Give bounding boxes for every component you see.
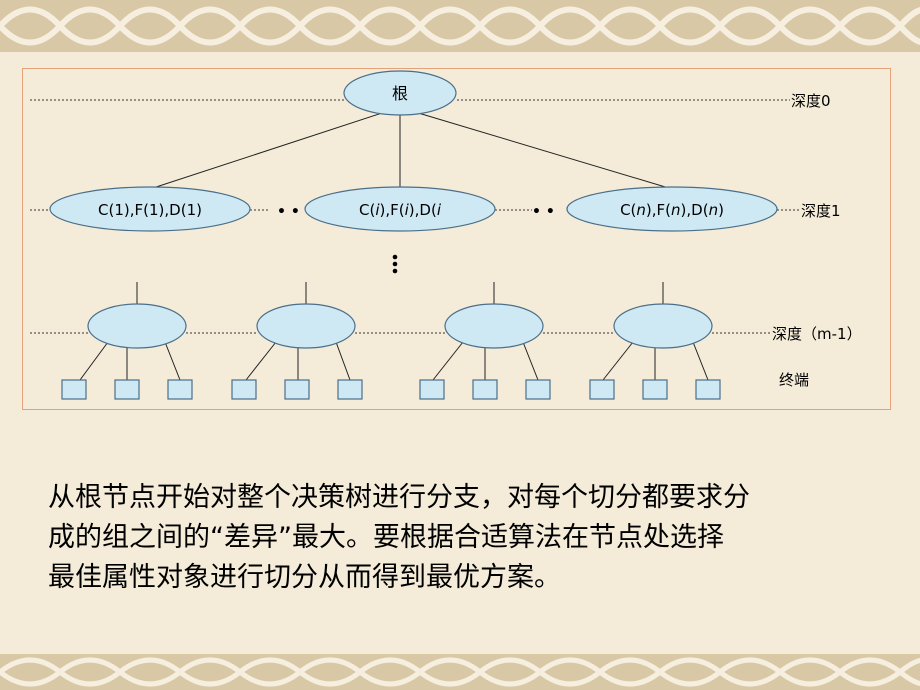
caption-line-2: 成的组之间的“差异”最大。要根据合适算法在节点处选择 bbox=[48, 522, 724, 553]
terminal-node bbox=[167, 379, 193, 400]
edge-s4-t3 bbox=[692, 341, 709, 381]
horizontal-ellipsis-1: • • bbox=[277, 204, 300, 220]
level1-node-i-label: C(i),F(i),D(i bbox=[359, 201, 442, 219]
level1-node-n bbox=[566, 186, 778, 232]
terminal-node bbox=[61, 379, 87, 400]
vertical-ellipsis-dot-2 bbox=[392, 261, 398, 267]
terminal-node bbox=[419, 379, 445, 400]
edge-s1-t1 bbox=[79, 341, 109, 381]
decorative-bottom-border bbox=[0, 654, 920, 690]
vertical-ellipsis-dot-1 bbox=[392, 254, 398, 260]
depth-m1-node-3 bbox=[444, 303, 544, 349]
depth-label-0: 深度0 bbox=[791, 92, 831, 110]
diagram-panel bbox=[22, 68, 891, 410]
edge-s2-t1 bbox=[245, 341, 277, 381]
edge-s1-t3 bbox=[164, 341, 181, 381]
terminal-node bbox=[231, 379, 257, 400]
knot-pattern-top bbox=[0, 6, 920, 46]
terminal-node bbox=[337, 379, 363, 400]
level1-node-1 bbox=[49, 186, 251, 232]
root-node bbox=[343, 70, 457, 116]
caption-text: 从根节点开始对整个决策树进行分支，对每个切分都要求分 成的组之间的“差异”最大。… bbox=[48, 478, 878, 598]
edge-root-l1-1 bbox=[149, 111, 386, 190]
decorative-top-border bbox=[0, 0, 920, 52]
caption-line-3: 最佳属性对象进行切分从而得到最优方案。 bbox=[48, 562, 561, 593]
depth-label-1: 深度1 bbox=[801, 202, 841, 220]
horizontal-ellipsis-2: • • bbox=[532, 204, 555, 220]
depth-m1-node-2 bbox=[256, 303, 356, 349]
edge-s4-t1 bbox=[602, 341, 634, 381]
depth-m1-node-4 bbox=[613, 303, 713, 349]
terminal-node bbox=[589, 379, 615, 400]
level1-node-i bbox=[304, 186, 496, 232]
terminal-node bbox=[472, 379, 498, 400]
terminal-node bbox=[525, 379, 551, 400]
edge-s2-t3 bbox=[335, 341, 351, 381]
depth-m1-node-1 bbox=[87, 303, 187, 349]
caption-line-1: 从根节点开始对整个决策树进行分支，对每个切分都要求分 bbox=[48, 482, 750, 513]
edge-s3-t3 bbox=[522, 341, 539, 381]
edge-root-l1-3 bbox=[414, 111, 673, 190]
level1-node-n-label: C(n),F(n),D(n) bbox=[620, 201, 724, 219]
depth-label-m1: 深度（m-1） bbox=[772, 325, 862, 343]
root-node-label: 根 bbox=[392, 84, 408, 103]
terminal-node bbox=[284, 379, 310, 400]
terminal-label: 终端 bbox=[779, 371, 809, 389]
terminal-node bbox=[114, 379, 140, 400]
edge-s3-t1 bbox=[432, 341, 464, 381]
terminal-node bbox=[642, 379, 668, 400]
level1-node-1-label: C(1),F(1),D(1) bbox=[98, 201, 202, 219]
knot-pattern-bottom bbox=[0, 657, 920, 687]
terminal-node bbox=[695, 379, 721, 400]
vertical-ellipsis-dot-3 bbox=[392, 268, 398, 274]
